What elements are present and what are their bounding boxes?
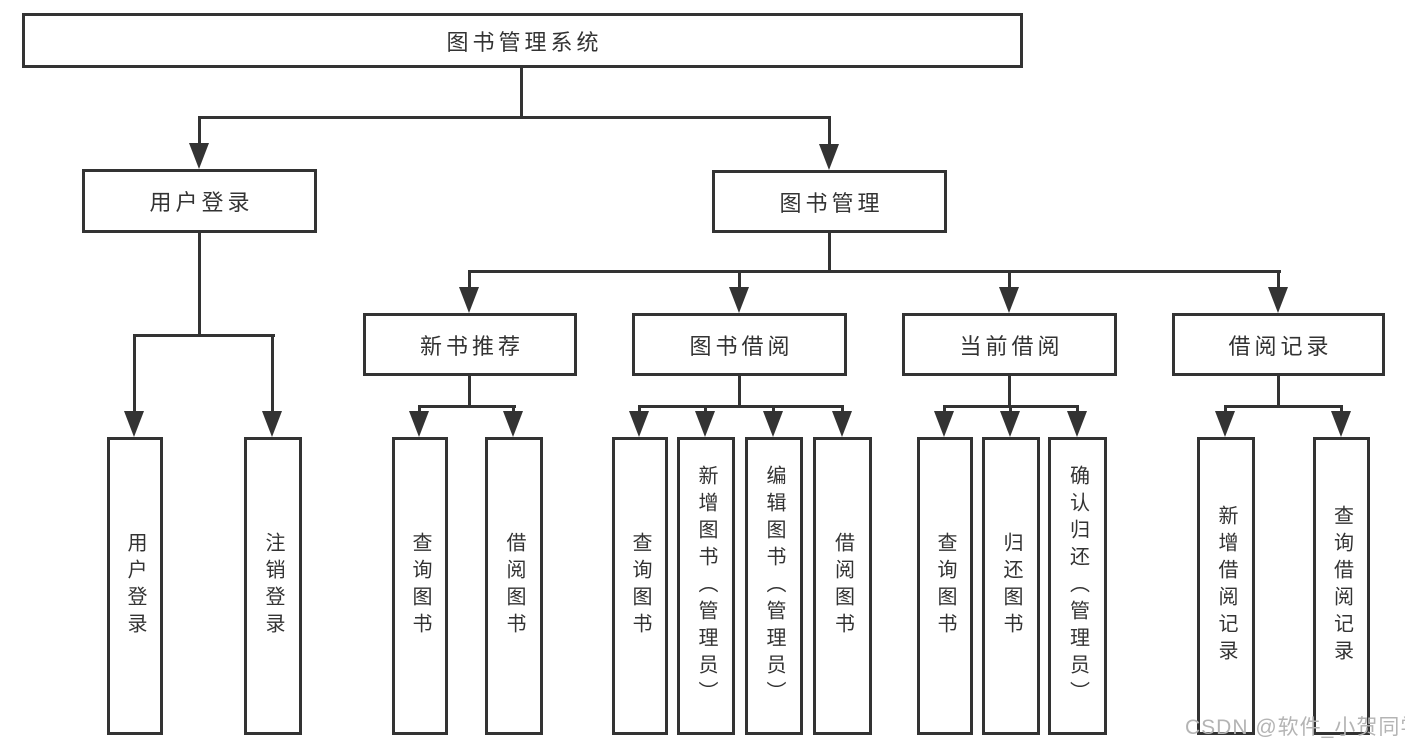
arrow-down-icon [819, 144, 839, 170]
leaf-bb-add-books-admin: 新增图书（管理员） [677, 437, 735, 735]
connector-drop-current-borrow [1008, 270, 1011, 292]
connector-drop-new-books [468, 270, 471, 292]
connector-bookborrow-stem [738, 376, 741, 408]
arrow-down-icon [262, 411, 282, 437]
node-new-book-recommend: 新书推荐 [363, 313, 577, 376]
leaf-bb-query-books: 查询图书 [612, 437, 668, 735]
connector-borrowrecords-hline [1224, 405, 1343, 408]
arrow-down-icon [1067, 411, 1087, 437]
arrow-down-icon [934, 411, 954, 437]
connector-drop-leaf [772, 405, 775, 415]
connector-userlogin-hline [133, 334, 275, 337]
connector-drop-user-login [198, 116, 201, 147]
connector-drop-leaf [418, 405, 421, 415]
leaf-bb-edit-books-admin: 编辑图书（管理员） [745, 437, 803, 735]
leaf-cb-confirm-return-admin: 确认归还（管理员） [1048, 437, 1107, 735]
leaf-nb-query-books: 查询图书 [392, 437, 448, 735]
connector-drop-book-borrow [738, 270, 741, 292]
connector-drop-book-mgmt [828, 116, 831, 147]
leaf-bb-borrow-books: 借阅图书 [813, 437, 872, 735]
connector-level2-hline [198, 116, 831, 119]
connector-drop-leaf [841, 405, 844, 415]
leaf-br-query-record: 查询借阅记录 [1313, 437, 1370, 735]
arrow-down-icon [763, 411, 783, 437]
arrow-down-icon [1268, 287, 1288, 313]
connector-level3-hline [468, 270, 1281, 273]
arrow-down-icon [503, 411, 523, 437]
connector-drop-leaf [1076, 405, 1079, 415]
connector-drop-leaf [704, 405, 707, 415]
connector-drop-leaf [271, 334, 274, 414]
arrow-down-icon [629, 411, 649, 437]
connector-currentborrow-stem [1008, 376, 1011, 408]
arrow-down-icon [459, 287, 479, 313]
arrow-down-icon [189, 143, 209, 169]
connector-userlogin-stem [198, 233, 201, 337]
leaf-user-login: 用户登录 [107, 437, 163, 735]
connector-drop-leaf [638, 405, 641, 415]
connector-drop-borrow-records [1277, 270, 1280, 292]
arrow-down-icon [999, 287, 1019, 313]
watermark: CSDN @软件_小贺同学 [1185, 716, 1405, 739]
leaf-nb-borrow-books: 借阅图书 [485, 437, 543, 735]
node-root-system: 图书管理系统 [22, 13, 1023, 68]
node-user-login: 用户登录 [82, 169, 317, 233]
node-current-borrow: 当前借阅 [902, 313, 1117, 376]
arrow-down-icon [695, 411, 715, 437]
leaf-cb-query-books: 查询图书 [917, 437, 973, 735]
connector-drop-leaf [943, 405, 946, 415]
connector-bookborrow-hline [638, 405, 844, 408]
arrow-down-icon [1215, 411, 1235, 437]
arrow-down-icon [832, 411, 852, 437]
leaf-logout: 注销登录 [244, 437, 302, 735]
node-borrow-records: 借阅记录 [1172, 313, 1385, 376]
node-book-management: 图书管理 [712, 170, 947, 233]
arrow-down-icon [409, 411, 429, 437]
connector-drop-leaf [133, 334, 136, 414]
arrow-down-icon [124, 411, 144, 437]
connector-root-stem [520, 66, 523, 118]
arrow-down-icon [1331, 411, 1351, 437]
connector-drop-leaf [1224, 405, 1227, 415]
connector-newbooks-stem [468, 376, 471, 408]
connector-drop-leaf [1340, 405, 1343, 415]
node-book-borrow: 图书借阅 [632, 313, 847, 376]
connector-bookmgmt-stem [828, 233, 831, 273]
arrow-down-icon [729, 287, 749, 313]
connector-borrowrecords-stem [1277, 376, 1280, 408]
connector-newbooks-hline [418, 405, 516, 408]
connector-drop-leaf [512, 405, 515, 415]
leaf-br-add-record: 新增借阅记录 [1197, 437, 1255, 735]
leaf-cb-return-books: 归还图书 [982, 437, 1040, 735]
arrow-down-icon [1000, 411, 1020, 437]
connector-drop-leaf [1009, 405, 1012, 415]
